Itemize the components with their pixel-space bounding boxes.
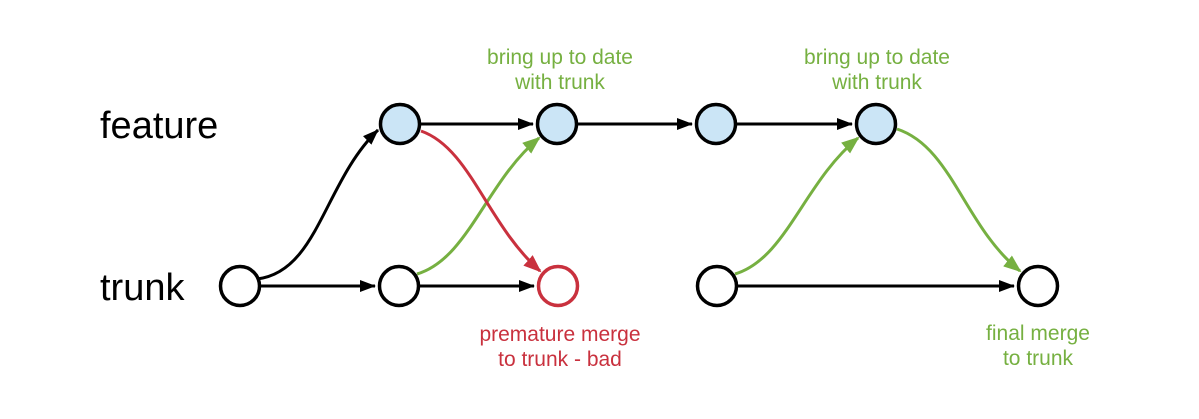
feature-branch-label: feature <box>100 105 218 147</box>
trunk-commit-node-1 <box>218 264 262 308</box>
update-merge-curve-1 <box>416 136 541 276</box>
feature-commit-node-4 <box>854 102 898 146</box>
annotation-bring-up-to-date-2: bring up to date with trunk <box>804 46 950 94</box>
annotation-line: final merge <box>986 322 1090 345</box>
update-merge-curve-2 <box>734 136 860 276</box>
trunk-branch-label: trunk <box>100 267 185 309</box>
annotation-premature-merge: premature merge to trunk - bad <box>479 323 640 371</box>
trunk-commit-node-5 <box>1016 264 1060 308</box>
annotation-line: bring up to date <box>804 46 950 69</box>
feature-commit-node-3 <box>694 102 738 146</box>
feature-commit-node-2 <box>535 102 579 146</box>
premature-merge-curve <box>420 129 542 273</box>
annotation-bring-up-to-date-1: bring up to date with trunk <box>487 46 633 94</box>
annotation-line: with trunk <box>831 71 922 94</box>
feature-commit-node-1 <box>378 102 422 146</box>
annotation-line: premature merge <box>479 323 640 346</box>
trunk-commit-node-4 <box>695 264 739 308</box>
annotation-line: to trunk <box>1003 347 1074 370</box>
bad-merge-commit-node <box>536 264 580 308</box>
annotation-final-merge: final merge to trunk <box>986 322 1090 370</box>
annotation-line: bring up to date <box>487 46 633 69</box>
annotation-line: with trunk <box>514 71 605 94</box>
trunk-commit-node-2 <box>377 264 421 308</box>
final-merge-curve <box>896 127 1022 273</box>
annotation-line: to trunk - bad <box>498 348 622 371</box>
branch-off-curve <box>256 128 380 281</box>
